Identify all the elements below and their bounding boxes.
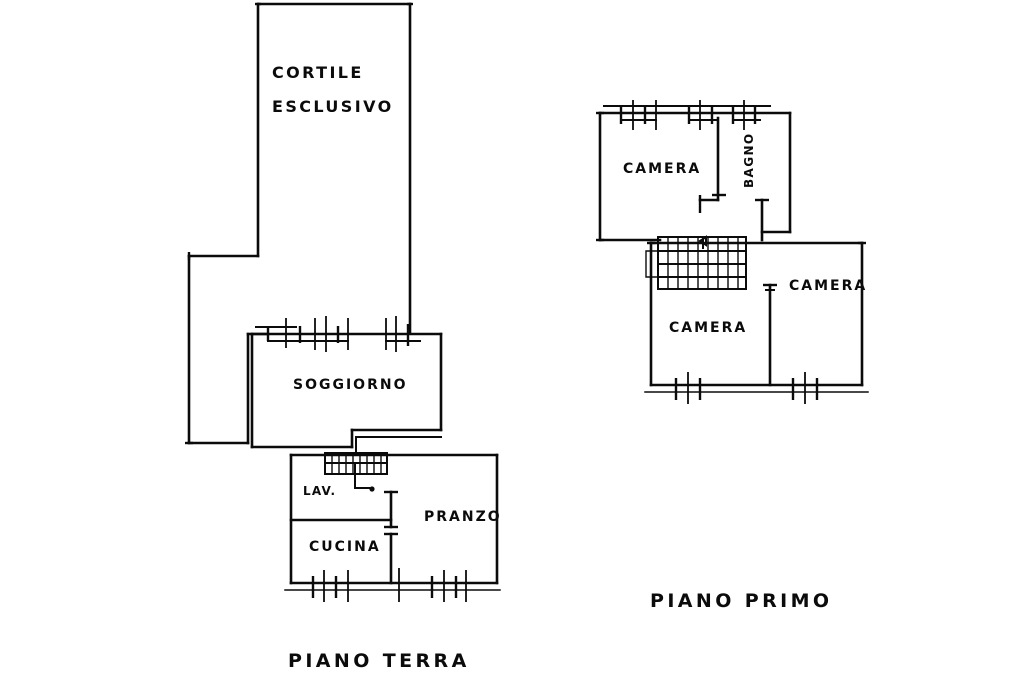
label-cortile-line1: CORTILE (272, 63, 364, 82)
first-floor-upper-block (596, 111, 792, 242)
label-camera-bottom-left: CAMERA (669, 320, 747, 336)
label-cortile-line2: ESCLUSIVO (272, 97, 394, 116)
label-cucina: CUCINA (309, 539, 381, 555)
label-camera-top-left: CAMERA (623, 161, 701, 177)
wall-openings-first-lower-bottom (644, 372, 869, 404)
courtyard-outline (185, 2, 413, 445)
label-bagno: BAGNO (742, 132, 756, 188)
wall-openings-first-upper-top (603, 100, 771, 130)
wall-openings-soggiorno-top (255, 316, 421, 352)
room-soggiorno (250, 332, 443, 453)
first-floor-plan: CAMERA BAGNO CAMERA CAMERA PIANO PRIMO (596, 100, 869, 612)
title-piano-terra: PIANO TERRA (288, 650, 470, 672)
ground-floor-plan: CORTILE ESCLUSIVO SOGGIORNO LAV. CUCINA … (185, 2, 502, 672)
wall-openings-ground-bottom (284, 568, 501, 602)
title-piano-primo: PIANO PRIMO (650, 590, 832, 612)
label-soggiorno: SOGGIORNO (293, 377, 407, 393)
staircase-ground-floor (324, 452, 388, 492)
first-floor-lower-block (647, 241, 866, 387)
label-pranzo: PRANZO (424, 509, 502, 525)
staircase-first-floor (645, 235, 747, 290)
label-lav: LAV. (303, 484, 336, 498)
label-camera-right: CAMERA (789, 278, 867, 294)
